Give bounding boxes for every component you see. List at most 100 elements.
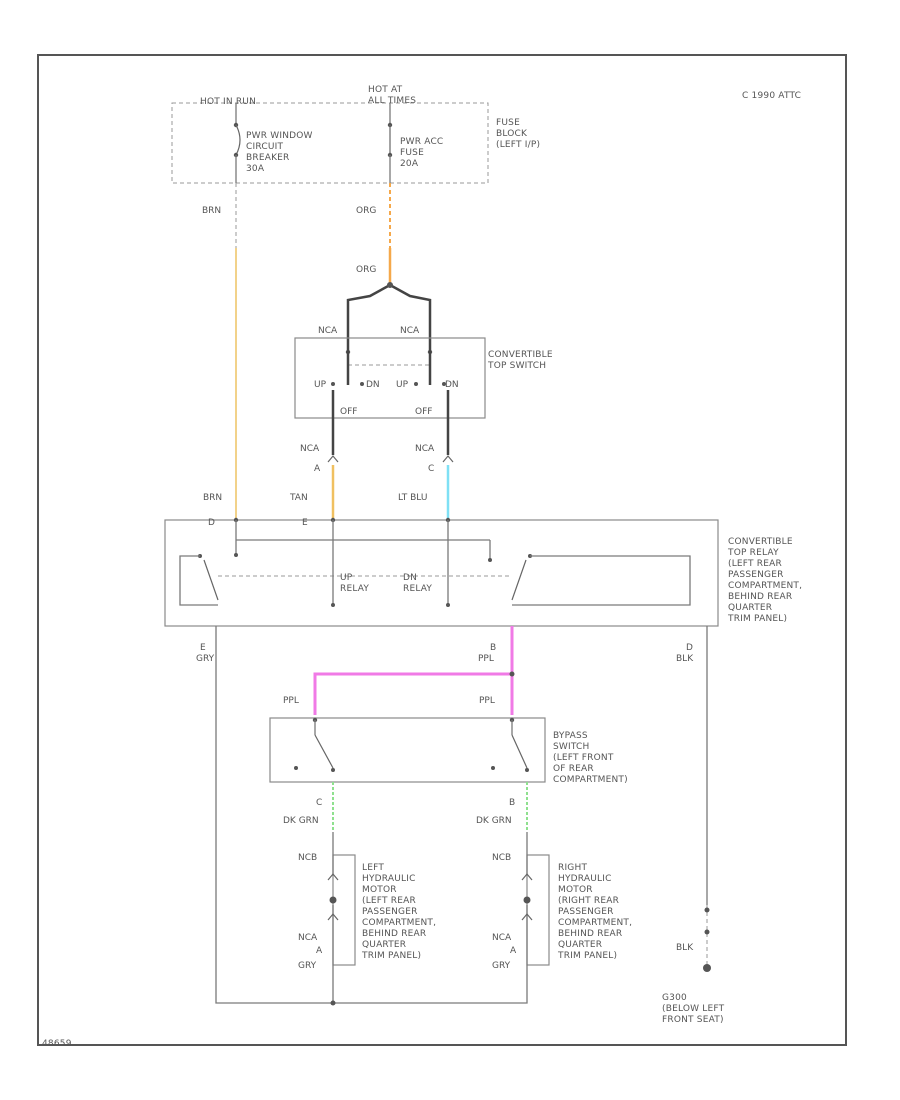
connector-label-nca-2: NCA — [400, 326, 420, 336]
top-switch-dn-2: DN — [445, 380, 459, 390]
fuse-block-outline — [171, 102, 489, 184]
wire-label-brn-top: BRN — [202, 206, 221, 216]
ground-symbol — [703, 964, 711, 972]
wire-label-ppl-1: PPL — [478, 654, 494, 664]
wire-label-ppl-2: PPL — [283, 696, 299, 706]
org-split-left — [346, 283, 391, 345]
bypass-right-switch-blade — [511, 734, 528, 769]
left-motor-box — [332, 854, 356, 966]
relay-pin-d: D — [208, 518, 215, 528]
relay-pin-d-bottom: D — [686, 643, 693, 653]
right-motor-icon — [523, 896, 531, 904]
relay-left-return — [179, 555, 218, 606]
wire-label-dk-grn-1: DK GRN — [283, 816, 319, 826]
top-switch-dn2-contact — [442, 382, 446, 386]
connector-label-nca-6: NCA — [492, 933, 512, 943]
bypass-right-alt-contact — [491, 766, 495, 770]
left-motor-icon — [329, 896, 337, 904]
relay-feed-contact-dn — [488, 558, 492, 562]
left-motor-ground-chevron — [327, 913, 339, 921]
right-motor-box — [526, 854, 550, 966]
wire-label-gry: GRY — [196, 654, 215, 664]
ppl-splice — [509, 671, 515, 677]
gry-splice — [330, 1000, 336, 1006]
relay-feed-contact-up — [234, 553, 238, 557]
gry-return-wire — [215, 626, 528, 1004]
diagram-frame — [37, 54, 847, 1046]
relay-dn-coil-ground — [446, 603, 450, 607]
wire-label-gry-3: GRY — [492, 961, 511, 971]
relay-pin-f: E — [302, 518, 308, 528]
connector-label-nca-1: NCA — [318, 326, 338, 336]
convertible-top-relay-box — [164, 519, 719, 627]
top-switch-dn1-contact — [360, 382, 364, 386]
connector-label-ncb-2: NCB — [492, 853, 511, 863]
wire-label-org-mid: ORG — [356, 265, 376, 275]
wire-label-ppl-3: PPL — [479, 696, 495, 706]
relay-right-return — [512, 555, 691, 606]
connector-label-nca-3: NCA — [300, 444, 320, 454]
wire-label-blk-1: BLK — [676, 654, 694, 664]
connector-label-ncb-1: NCB — [298, 853, 317, 863]
relay-dn-armature — [511, 559, 527, 601]
connector-chevron-a — [327, 455, 339, 463]
pin-label-c-bypass: C — [316, 798, 322, 808]
connector-chevron-c — [442, 455, 454, 463]
top-switch-up-1: UP — [314, 380, 327, 390]
wire-label-brn-bottom: BRN — [203, 493, 222, 503]
pin-label-a-right: A — [510, 946, 517, 956]
pin-label-a-left: A — [316, 946, 323, 956]
top-switch-up-2: UP — [396, 380, 409, 390]
right-motor-ground-chevron — [521, 913, 533, 921]
blk-connector-bottom — [704, 929, 710, 935]
top-switch-off-2: OFF — [415, 407, 432, 417]
relay-up-armature — [203, 559, 219, 601]
ppl-wire-branch — [313, 672, 512, 715]
hot-in-run-label: HOT IN RUN — [200, 97, 256, 107]
bypass-left-alt-contact — [294, 766, 298, 770]
top-switch-off-1: OFF — [340, 407, 357, 417]
blk-connector-top — [704, 907, 710, 913]
org-split-right — [389, 283, 432, 345]
bypass-switch-box — [269, 717, 546, 783]
bypass-left-switch-blade — [314, 734, 334, 769]
bypass-right-contact — [525, 768, 529, 772]
footer-code: 48659 — [42, 1039, 72, 1049]
top-switch-up1-contact — [331, 382, 335, 386]
wire-label-blk-2: BLK — [676, 943, 694, 953]
relay-pin-e: E — [200, 643, 206, 653]
convertible-top-switch-box — [294, 337, 486, 419]
bypass-left-contact — [331, 768, 335, 772]
relay-up-coil-ground — [331, 603, 335, 607]
relay-pin-b: B — [490, 643, 496, 653]
pin-label-b-bypass: B — [509, 798, 515, 808]
connector-label-nca-5: NCA — [298, 933, 318, 943]
wire-label-dk-grn-2: DK GRN — [476, 816, 512, 826]
left-motor-connector-chevron — [327, 873, 339, 881]
pin-label-a: A — [314, 464, 321, 474]
circuit-breaker-icon — [235, 124, 241, 156]
wire-label-tan: TAN — [289, 493, 308, 503]
wire-label-org-top: ORG — [356, 206, 376, 216]
pin-label-c: C — [428, 464, 434, 474]
wire-label-gry-2: GRY — [298, 961, 317, 971]
org-splice — [387, 282, 393, 288]
right-motor-connector-chevron — [521, 873, 533, 881]
top-switch-dn-1: DN — [366, 380, 380, 390]
copyright-label: C 1990 ATTC — [742, 91, 801, 101]
wire-label-lt-blu: LT BLU — [398, 493, 427, 503]
top-switch-up2-contact — [414, 382, 418, 386]
